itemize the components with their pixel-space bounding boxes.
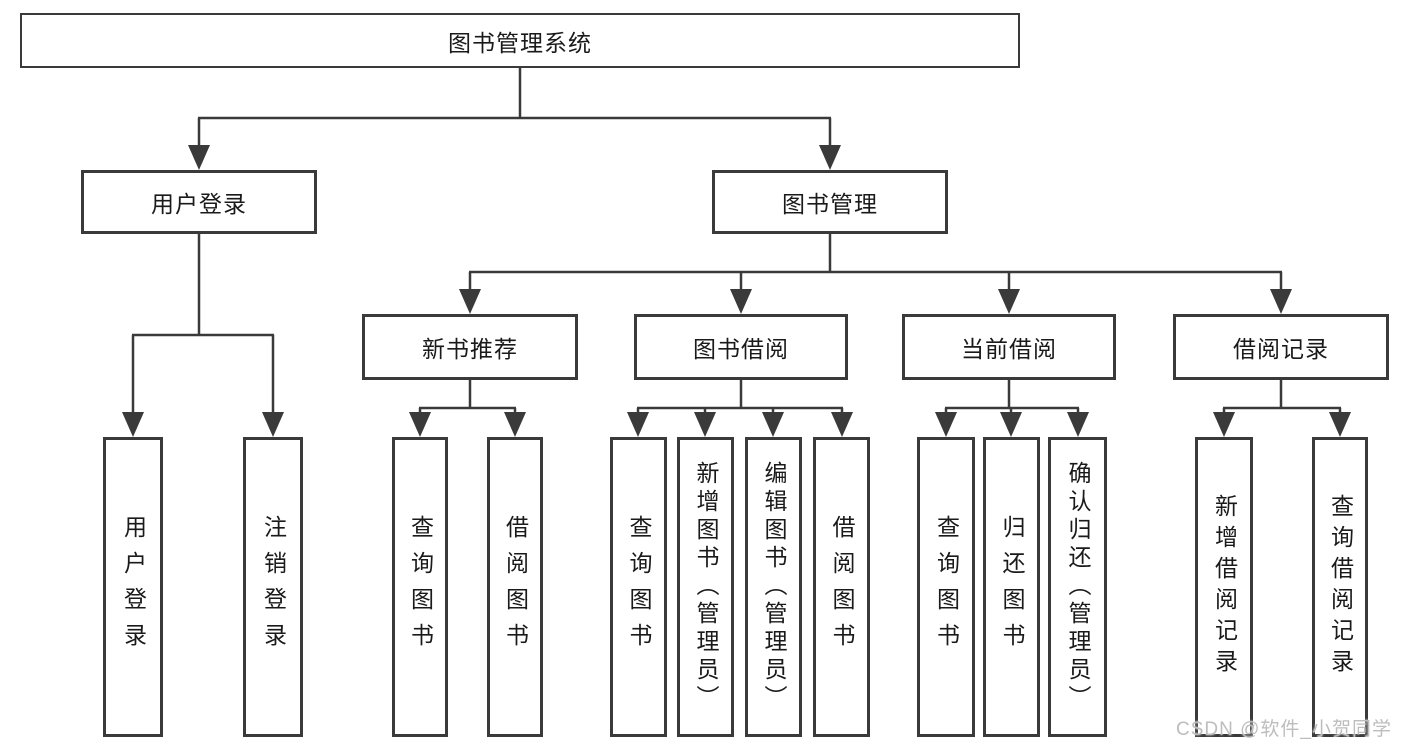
node-borrowing-records-label: 借阅记录: [1233, 336, 1329, 362]
leaf-user-login-label: 用户登录: [120, 515, 147, 659]
leaf-query-books-2-label: 查询图书: [626, 515, 652, 659]
connector-book-mgmt: [459, 234, 1292, 314]
leaf-logout-label: 注销登录: [260, 515, 287, 659]
connector-borrow-records: [1213, 380, 1351, 437]
leaf-user-login: 用户登录: [103, 437, 163, 737]
leaf-query-books-1-label: 查询图书: [407, 515, 434, 659]
leaf-edit-book-admin-label: 编辑图书（管理员）: [761, 461, 787, 713]
leaf-confirm-return-admin-label: 确认归还（管理员）: [1065, 461, 1091, 713]
connector-new-book-rec: [409, 380, 526, 437]
leaf-add-book-admin: 新增图书（管理员）: [677, 437, 734, 737]
leaf-borrow-books-1: 借阅图书: [487, 437, 543, 737]
node-root-library-system: 图书管理系统: [20, 13, 1020, 68]
node-book-management: 图书管理: [712, 170, 948, 234]
leaf-query-borrow-record-label: 查询借阅记录: [1327, 494, 1354, 680]
connector-user-login: [122, 234, 284, 437]
node-new-book-recommend-label: 新书推荐: [422, 336, 518, 362]
node-current-borrowing: 当前借阅: [902, 314, 1116, 380]
watermark: CSDN @软件_小贺同学: [1176, 719, 1392, 740]
leaf-return-book: 归还图书: [983, 437, 1040, 737]
leaf-query-books-3-label: 查询图书: [933, 515, 960, 659]
leaf-logout: 注销登录: [243, 437, 303, 737]
node-book-borrowing: 图书借阅: [634, 314, 848, 380]
leaf-query-borrow-record: 查询借阅记录: [1312, 437, 1368, 737]
node-user-login: 用户登录: [81, 170, 317, 234]
leaf-query-books-1: 查询图书: [392, 437, 448, 737]
node-book-borrowing-label: 图书借阅: [693, 336, 789, 362]
node-new-book-recommend: 新书推荐: [362, 314, 578, 380]
leaf-borrow-books-1-label: 借阅图书: [502, 515, 529, 659]
node-current-borrowing-label: 当前借阅: [961, 336, 1057, 362]
node-book-management-label: 图书管理: [782, 191, 878, 217]
node-borrowing-records: 借阅记录: [1173, 314, 1389, 380]
leaf-add-borrow-record-label: 新增借阅记录: [1211, 494, 1238, 680]
leaf-return-book-label: 归还图书: [999, 515, 1025, 659]
node-user-login-label: 用户登录: [151, 191, 247, 217]
leaf-query-books-3: 查询图书: [917, 437, 975, 737]
leaf-add-book-admin-label: 新增图书（管理员）: [693, 461, 719, 713]
connector-root: [188, 68, 841, 170]
leaf-confirm-return-admin: 确认归还（管理员）: [1048, 437, 1107, 737]
leaf-borrow-books-2: 借阅图书: [813, 437, 870, 737]
connector-book-borrow: [627, 380, 853, 437]
leaf-borrow-books-2-label: 借阅图书: [829, 515, 855, 659]
leaf-edit-book-admin: 编辑图书（管理员）: [745, 437, 802, 737]
node-root-label: 图书管理系统: [448, 29, 592, 56]
leaf-query-books-2: 查询图书: [610, 437, 667, 737]
leaf-add-borrow-record: 新增借阅记录: [1195, 437, 1253, 737]
connector-current-borrow: [935, 380, 1089, 437]
